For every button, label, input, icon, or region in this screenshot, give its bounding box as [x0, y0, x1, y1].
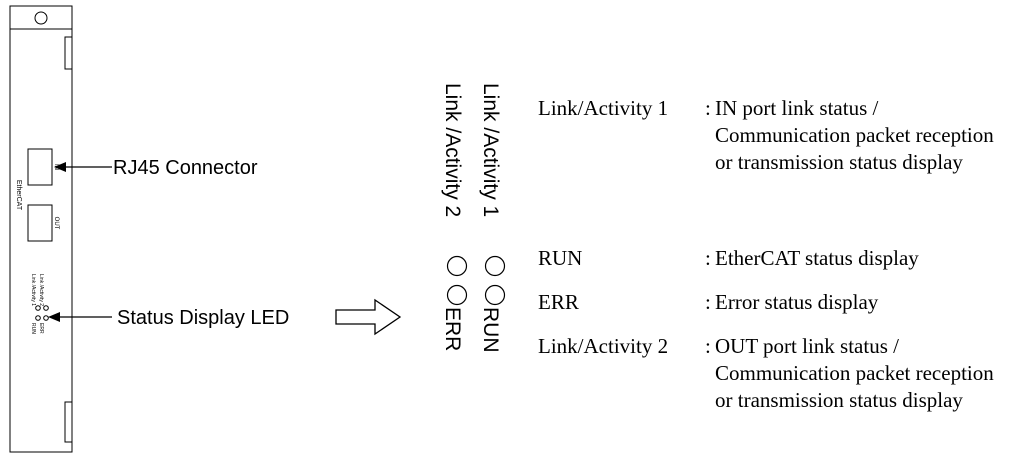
- desc-err-colon: :: [705, 290, 711, 314]
- desc-run: RUN : EtherCAT status display: [538, 245, 1018, 275]
- desc-link1-name: Link/Activity 1: [538, 96, 669, 120]
- board-label-link2: Link /Activity 2: [38, 274, 44, 306]
- desc-err: ERR : Error status display: [538, 289, 1018, 319]
- led-panel-link1-label: Link /Activity 1: [479, 83, 502, 217]
- led-panel-link2-label: Link /Activity 2: [441, 83, 464, 217]
- side-latch-bottom: [64, 401, 73, 443]
- mounting-hole: [34, 11, 48, 25]
- rj45-callout-arrow: [54, 162, 112, 172]
- desc-link2-name: Link/Activity 2: [538, 334, 669, 358]
- board-label-out: OUT: [53, 217, 59, 230]
- status-led-callout-arrow: [48, 312, 112, 322]
- board-label-brand: EtherCAT: [15, 180, 22, 211]
- desc-run-text: EtherCAT status display: [715, 246, 919, 270]
- rj45-out-port: [27, 204, 53, 242]
- desc-link1-text: IN port link status / Communication pack…: [715, 96, 994, 174]
- board-led-link1: [35, 305, 41, 311]
- desc-err-name: ERR: [538, 290, 579, 314]
- desc-link1: Link/Activity 1 : IN port link status / …: [538, 95, 1018, 207]
- desc-link2-text: OUT port link status / Communication pac…: [715, 334, 994, 412]
- hollow-right-arrow: [335, 298, 402, 336]
- board-led-run: [35, 315, 41, 321]
- board-led-link2: [43, 305, 49, 311]
- board-label-link1: Link /Activity 1: [30, 274, 36, 306]
- board-label-run: RUN: [30, 323, 36, 334]
- led-panel-link1-led: [484, 255, 506, 277]
- module-body: [9, 5, 73, 453]
- desc-link2-colon: :: [705, 334, 711, 358]
- side-latch-top: [64, 36, 73, 70]
- desc-link1-colon: :: [705, 96, 711, 120]
- desc-run-colon: :: [705, 246, 711, 270]
- status-led-callout-label: Status Display LED: [117, 307, 289, 329]
- led-panel-err-led: [446, 284, 468, 306]
- rj45-callout-label: RJ45 Connector: [113, 157, 258, 179]
- module-front-panel: [9, 5, 73, 453]
- led-panel-err-label: ERR: [441, 307, 464, 351]
- led-panel-run-label: RUN: [479, 307, 502, 353]
- desc-run-name: RUN: [538, 246, 583, 270]
- desc-link2: Link/Activity 2 : OUT port link status /…: [538, 333, 1018, 445]
- led-panel-run-led: [484, 284, 506, 306]
- led-panel-link2-led: [446, 255, 468, 277]
- rj45-in-port: [27, 148, 53, 186]
- board-led-err: [43, 315, 49, 321]
- board-label-err: ERR: [38, 323, 44, 334]
- desc-err-text: Error status display: [715, 290, 879, 314]
